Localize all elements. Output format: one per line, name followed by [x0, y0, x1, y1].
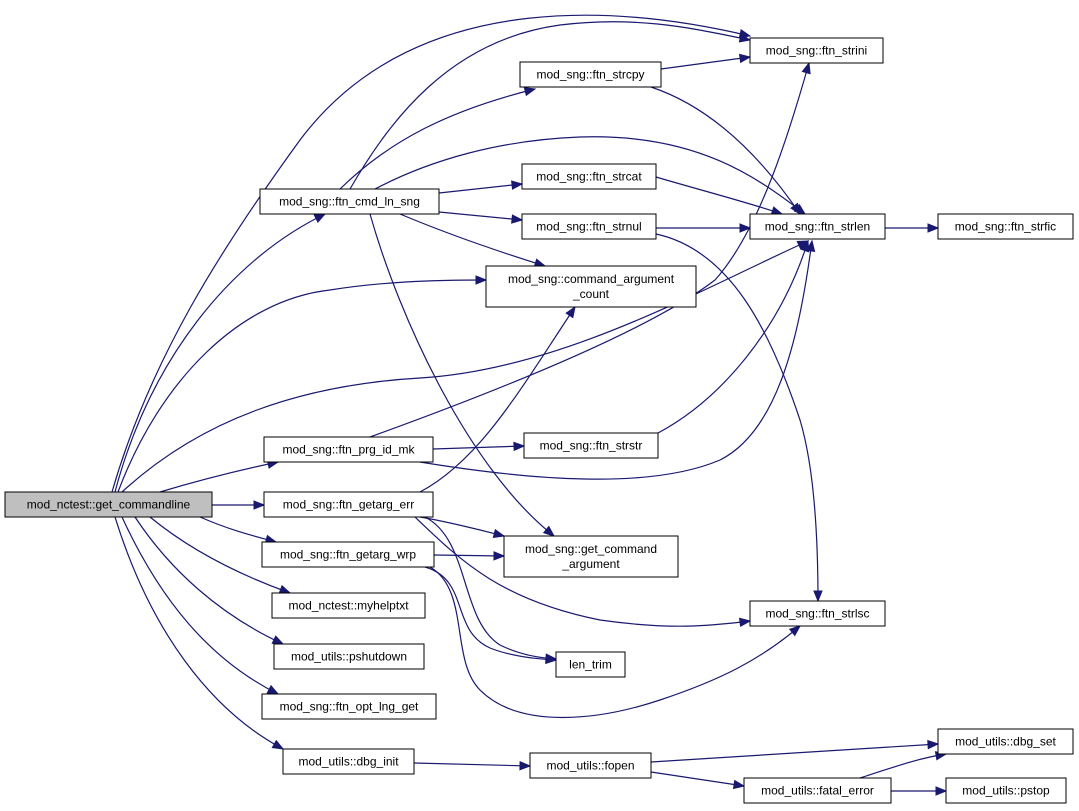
edge-get_commandline-to-ftn_strlen	[121, 240, 810, 493]
node-pstop[interactable]: mod_utils::pstop	[945, 777, 1067, 804]
node-myhelptxt[interactable]: mod_nctest::myhelptxt	[271, 592, 426, 619]
node-label: mod_sng::ftn_strlsc	[765, 607, 869, 621]
node-ftn-opt-lng-get[interactable]: mod_sng::ftn_opt_lng_get	[261, 693, 437, 720]
node-label: mod_sng::ftn_strlen	[765, 220, 870, 234]
edge-ftn_strnul-to-ftn_strlen	[656, 223, 752, 233]
node-label: mod_sng::get_command	[525, 542, 657, 556]
edge-ftn_strcpy-to-ftn_strini	[660, 53, 752, 70]
function-nodes: mod_nctest::get_commandlinemod_sng::ftn_…	[4, 37, 1074, 804]
node-dbg-set[interactable]: mod_utils::dbg_set	[937, 728, 1074, 755]
node-label: mod_sng::command_argument	[508, 272, 675, 286]
edge-ftn_prg_id_mk-to-ftn_strini	[369, 61, 811, 438]
edge-ftn_cmd_ln_sng-to-ftn_strcat	[438, 180, 524, 194]
node-ftn-strlen[interactable]: mod_sng::ftn_strlen	[749, 213, 886, 240]
node-ftn-strnul[interactable]: mod_sng::ftn_strnul	[521, 213, 657, 240]
node-ftn-getarg-err[interactable]: mod_sng::ftn_getarg_err	[263, 491, 434, 518]
node-dbg-init[interactable]: mod_utils::dbg_init	[282, 748, 415, 775]
edge-get_commandline-to-dbg_init	[114, 516, 285, 750]
node-label: mod_sng::ftn_cmd_ln_sng	[279, 195, 420, 209]
edge-ftn_cmd_ln_sng-to-ftn_strcpy	[339, 86, 537, 190]
node-label: mod_nctest::get_commandline	[27, 498, 191, 512]
edge-ftn_cmd_ln_sng-to-ftn_strnul	[438, 211, 524, 224]
node-get-command-argument[interactable]: mod_sng::get_command_argument	[503, 535, 679, 578]
node-label: mod_sng::ftn_strfic	[955, 220, 1056, 234]
node-label: mod_sng::ftn_opt_lng_get	[280, 700, 419, 714]
node-fopen[interactable]: mod_utils::fopen	[529, 752, 652, 779]
edge-ftn_getarg_wrp-to-len_trim	[424, 566, 558, 665]
node-label: mod_utils::dbg_init	[298, 755, 399, 769]
edge-fatal_error-to-pstop	[891, 786, 948, 796]
node-ftn-strlsc[interactable]: mod_sng::ftn_strlsc	[749, 600, 886, 627]
node-ftn-strini[interactable]: mod_sng::ftn_strini	[749, 37, 884, 64]
node-label: _argument	[561, 557, 620, 571]
node-command-argument-count[interactable]: mod_sng::command_argument_count	[485, 265, 697, 308]
node-ftn-strcat[interactable]: mod_sng::ftn_strcat	[521, 163, 657, 190]
edge-ftn_cmd_ln_sng-to-ftn_strini	[349, 21, 752, 190]
node-pshutdown[interactable]: mod_utils::pshutdown	[273, 643, 425, 670]
node-label: mod_sng::ftn_getarg_err	[283, 498, 414, 512]
node-label: len_trim	[569, 658, 612, 672]
edge-get_commandline-to-ftn_getarg_wrp	[199, 516, 278, 544]
edge-ftn_strcat-to-ftn_strlen	[655, 176, 784, 216]
node-label: mod_sng::ftn_strini	[766, 44, 867, 58]
edge-fatal_error-to-dbg_set	[859, 751, 948, 779]
node-label: mod_utils::dbg_set	[955, 735, 1056, 749]
node-ftn-prg-id-mk[interactable]: mod_sng::ftn_prg_id_mk	[263, 436, 434, 463]
edge-ftn_prg_id_mk-to-ftn_strstr	[432, 441, 526, 452]
edge-get_commandline-to-ftn_opt_lng_get	[121, 516, 280, 695]
edge-ftn_getarg_wrp-to-ftn_strlsc	[429, 566, 802, 719]
edge-ftn_cmd_ln_sng-to-get_command_argument	[369, 213, 556, 537]
node-label: mod_sng::ftn_getarg_wrp	[280, 548, 416, 562]
edge-ftn_strlen-to-ftn_strfic	[885, 223, 940, 233]
node-label: mod_utils::fatal_error	[761, 784, 874, 798]
node-len-trim[interactable]: len_trim	[555, 651, 626, 678]
node-label: mod_sng::ftn_strnul	[536, 220, 641, 234]
node-label: mod_sng::ftn_prg_id_mk	[282, 443, 415, 457]
node-label: mod_sng::ftn_strcpy	[536, 68, 644, 82]
node-label: mod_nctest::myhelptxt	[288, 599, 409, 613]
node-label: mod_sng::ftn_strstr	[540, 439, 643, 453]
node-ftn-getarg-wrp[interactable]: mod_sng::ftn_getarg_wrp	[261, 541, 435, 568]
edge-get_commandline-to-command_argument_count	[117, 275, 488, 493]
edge-ftn_getarg_err-to-command_argument_count	[419, 305, 576, 493]
node-fatal-error[interactable]: mod_utils::fatal_error	[743, 777, 892, 804]
call-edges	[111, 14, 948, 796]
node-label: mod_sng::ftn_strcat	[536, 170, 642, 184]
edge-fopen-to-dbg_set	[650, 739, 940, 763]
node-label: mod_utils::pstop	[962, 784, 1050, 798]
node-label: _count	[572, 287, 610, 301]
edge-dbg_init-to-fopen	[413, 760, 532, 771]
node-ftn-strfic[interactable]: mod_sng::ftn_strfic	[937, 213, 1074, 240]
edge-ftn_strnul-to-ftn_strlsc	[655, 233, 823, 603]
node-ftn-strcpy[interactable]: mod_sng::ftn_strcpy	[519, 61, 662, 88]
edge-get_commandline-to-ftn_cmd_ln_sng	[114, 213, 327, 493]
edge-get_commandline-to-ftn_prg_id_mk	[159, 459, 280, 493]
edge-get_commandline-to-ftn_getarg_err	[212, 500, 266, 510]
node-label: mod_utils::pshutdown	[291, 650, 407, 664]
edge-ftn_getarg_wrp-to-get_command_argument	[433, 551, 506, 561]
node-ftn-strstr[interactable]: mod_sng::ftn_strstr	[523, 432, 659, 459]
edge-ftn_strcpy-to-ftn_strlen	[650, 86, 801, 216]
edge-fopen-to-fatal_error	[650, 771, 746, 790]
node-label: mod_utils::fopen	[546, 759, 634, 773]
node-ftn-cmd-ln-sng[interactable]: mod_sng::ftn_cmd_ln_sng	[259, 188, 440, 215]
node-get-commandline[interactable]: mod_nctest::get_commandline	[4, 491, 213, 518]
edge-ftn_strstr-to-ftn_strlen	[657, 239, 810, 434]
